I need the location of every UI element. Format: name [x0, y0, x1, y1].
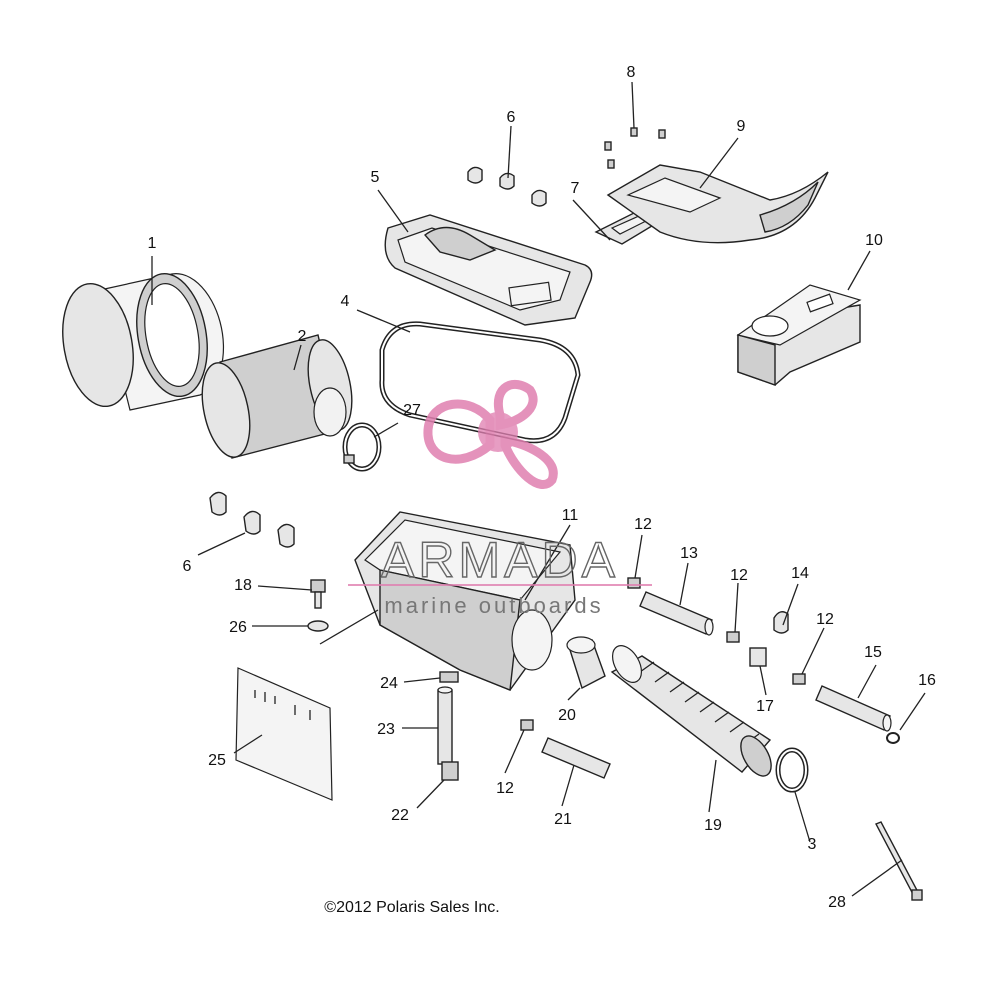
watermark-tagline: marine outboards — [384, 593, 603, 618]
callout-1: 1 — [148, 235, 157, 252]
callout-12-b: 12 — [730, 567, 748, 584]
callout-14: 14 — [791, 565, 809, 582]
part-9-intake-duct — [606, 164, 829, 244]
callout-22: 22 — [391, 807, 409, 824]
part-12-clamps — [520, 577, 806, 731]
part-3-clamp — [775, 747, 809, 793]
callout-18: 18 — [234, 577, 252, 594]
part-15-tube — [815, 685, 892, 732]
callout-19: 19 — [704, 817, 722, 834]
part-16-clip — [886, 732, 900, 744]
callout-4: 4 — [341, 293, 350, 310]
part-6-clips-left — [209, 491, 295, 548]
part-24-cap — [439, 671, 459, 683]
part-4-gasket — [379, 321, 581, 444]
callout-8: 8 — [627, 64, 636, 81]
leader-lines — [151, 81, 926, 897]
callout-5: 5 — [371, 169, 380, 186]
callout-26: 26 — [229, 619, 247, 636]
callout-6-top: 6 — [507, 109, 516, 126]
part-20-coupler — [566, 636, 606, 690]
callout-25: 25 — [208, 752, 226, 769]
callout-24: 24 — [380, 675, 398, 692]
callout-12-c: 12 — [816, 611, 834, 628]
callout-3: 3 — [808, 836, 817, 853]
watermark-brand: ARMADA — [381, 532, 619, 588]
part-11-airbox — [354, 511, 576, 691]
callout-28: 28 — [828, 894, 846, 911]
part-2-filter-element — [201, 334, 353, 459]
callout-20: 20 — [558, 707, 576, 724]
part-25-sheet — [235, 667, 333, 801]
part-6-clips-top — [467, 166, 547, 207]
part-23-tube — [437, 686, 453, 765]
callout-2: 2 — [298, 328, 307, 345]
watermark: ARMADA marine outboards — [348, 379, 652, 618]
callout-21: 21 — [554, 811, 572, 828]
copyright-notice: ©2012 Polaris Sales Inc. — [324, 899, 499, 916]
part-18-bolt — [310, 579, 326, 609]
part-28-strap — [875, 821, 923, 901]
part-19-bellows-hose — [610, 645, 772, 777]
callout-17: 17 — [756, 698, 774, 715]
callout-11: 11 — [562, 507, 579, 524]
part-27-clamp — [342, 422, 382, 472]
part-17-valve — [749, 647, 767, 667]
part-14-bracket — [773, 611, 789, 634]
part-5-cover — [384, 214, 593, 326]
callout-10: 10 — [865, 232, 883, 249]
callout-15: 15 — [864, 644, 882, 661]
callout-13: 13 — [680, 545, 698, 562]
callout-27: 27 — [403, 402, 421, 419]
part-13-tube — [639, 591, 714, 636]
part-1-prefilter — [62, 272, 225, 411]
part-21-tube — [541, 737, 611, 779]
callout-23: 23 — [377, 721, 395, 738]
callout-9: 9 — [737, 118, 746, 135]
propeller-logo-icon — [423, 379, 558, 489]
part-10-foam-block — [736, 284, 862, 386]
callout-6-left: 6 — [183, 558, 192, 575]
callout-16: 16 — [918, 672, 936, 689]
callout-12-a: 12 — [634, 516, 652, 533]
callout-labels: 1 2 3 4 5 6 6 7 8 9 10 11 12 12 12 12 13… — [148, 64, 936, 911]
callout-7: 7 — [571, 180, 580, 197]
callout-12-d: 12 — [496, 780, 514, 797]
part-8-screws — [604, 127, 666, 169]
part-22-drain-valve — [441, 761, 459, 781]
part-26-washer — [307, 620, 329, 632]
